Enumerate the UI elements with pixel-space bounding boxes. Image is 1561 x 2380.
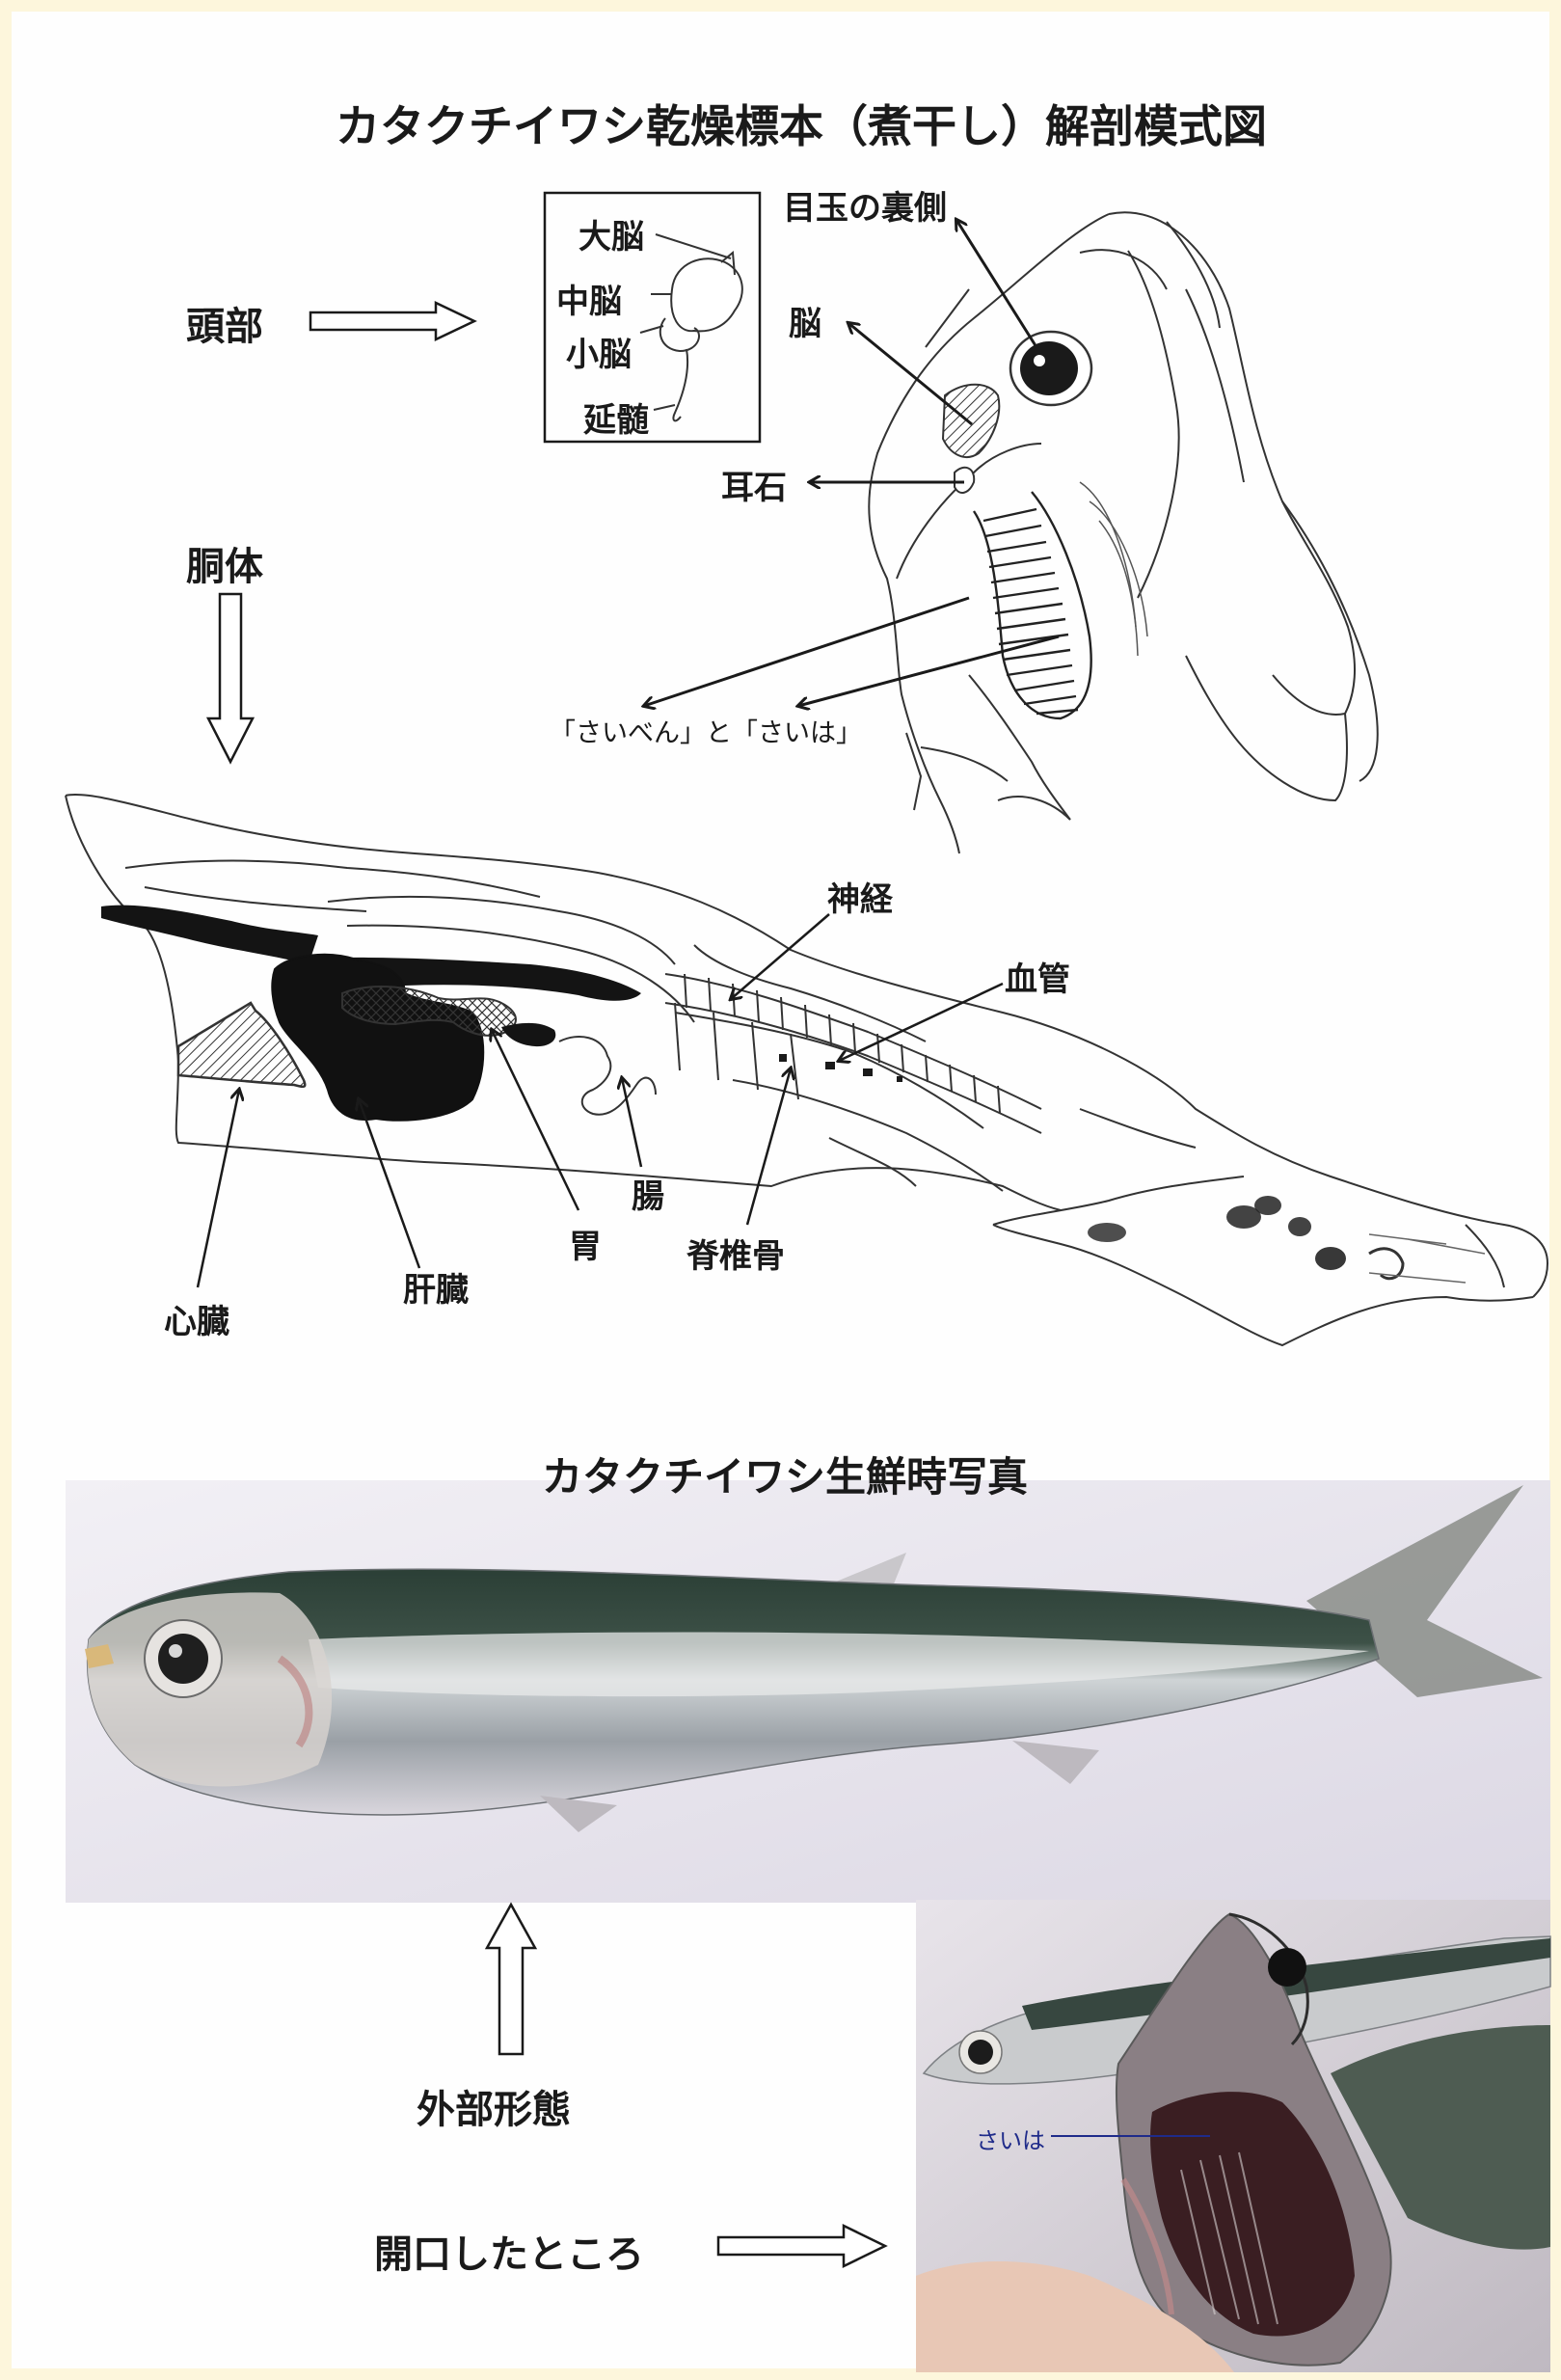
gill-raker-label: さいは: [976, 2122, 1045, 2155]
diagram-title: カタクチイワシ乾燥標本（煮干し）解剖模式図: [336, 92, 1267, 155]
fresh-fish-photo: [66, 1480, 1550, 1903]
medulla-label: 延髄: [583, 393, 649, 441]
fresh-photo-title: カタクチイワシ生鮮時写真: [542, 1445, 1028, 1503]
midbrain-label: 中脳: [556, 275, 622, 322]
heart-label: 心臓: [164, 1295, 229, 1342]
head-label: 頭部: [186, 295, 263, 351]
liver-label: 肝臓: [403, 1263, 469, 1311]
vessel-marks: [779, 1054, 902, 1082]
body-hollow-arrow: [208, 594, 253, 762]
head-hollow-arrow: [310, 303, 474, 339]
gill-arch-lines: [1080, 482, 1147, 656]
otolith-label: 耳石: [721, 461, 787, 508]
gill-label: 「さいべん」と「さいは」: [550, 712, 862, 749]
head-front-view: [869, 212, 1377, 853]
eye-back-label: 目玉の裏側: [783, 181, 947, 229]
dark-dorsal-band: [101, 906, 318, 964]
external-morphology-label: 外部形態: [417, 2078, 571, 2134]
open-mouth-hollow-arrow: [718, 2226, 885, 2266]
otolith-drawing: [955, 468, 974, 493]
cerebrum-label: 大脳: [579, 210, 644, 257]
eye-drawing: [1010, 332, 1091, 405]
intestine-label: 腸: [632, 1170, 664, 1217]
blood-vessel-label: 血管: [1005, 953, 1070, 1000]
brain-label: 脳: [789, 297, 821, 344]
stomach-label: 胃: [569, 1220, 602, 1267]
gut-dark-loop: [501, 1023, 555, 1046]
cerebellum-label: 小脳: [566, 328, 632, 375]
tail-pigment-spots: [1088, 1196, 1346, 1270]
body-label: 胴体: [186, 535, 263, 591]
gill-drawing: [974, 492, 1091, 718]
spine-label: 脊椎骨: [686, 1230, 785, 1277]
intestine-drawing: [559, 1037, 656, 1115]
open-mouth-label: 開口したところ: [374, 2223, 644, 2279]
brain-hatched-area: [943, 385, 999, 457]
nerve-label: 神経: [827, 873, 893, 920]
external-hollow-arrow: [487, 1905, 535, 2054]
